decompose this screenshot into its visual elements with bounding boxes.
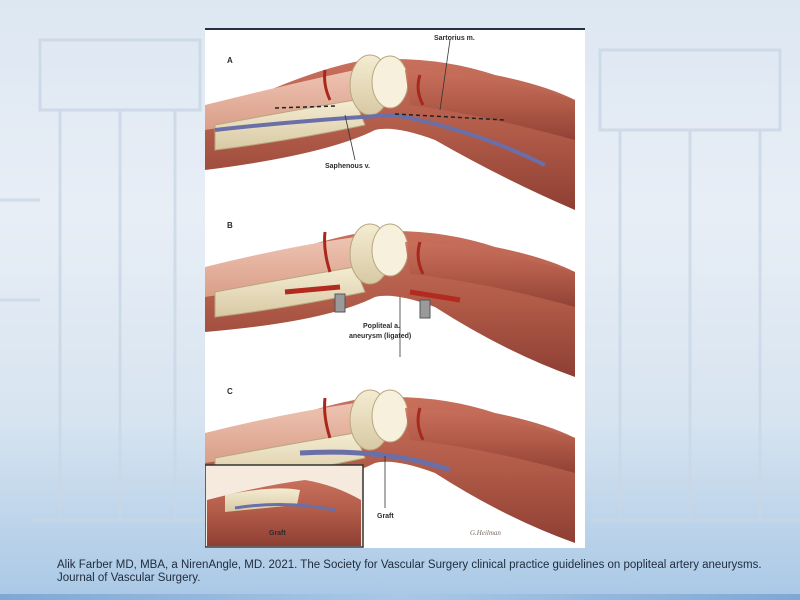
sartorius-label: Sartorius m.	[434, 35, 475, 42]
caption-line-1: Alik Farber MD, MBA, a NirenAngle, MD. 2…	[57, 559, 762, 571]
knee-surgery-illustration: A Sartorius m. Saphenous v. B Popliteal …	[205, 35, 575, 548]
anatomical-figure: A Sartorius m. Saphenous v. B Popliteal …	[205, 28, 585, 548]
panel-b: B Popliteal a. aneurysm (ligated)	[205, 221, 575, 377]
graft-label: Graft	[377, 513, 394, 520]
panel-c: C Graft	[205, 387, 575, 543]
panel-a: A Sartorius m. Saphenous v.	[205, 35, 575, 210]
panel-b-letter: B	[227, 221, 233, 230]
panel-a-letter: A	[227, 56, 233, 65]
inset-graft-label: Graft	[269, 530, 286, 537]
artist-signature: G.Heilman	[470, 529, 501, 537]
bottom-accent-bar	[0, 594, 800, 600]
saphenous-label: Saphenous v.	[325, 163, 370, 170]
popliteal-label-line1: Popliteal a.	[363, 323, 400, 330]
popliteal-label-line2: aneurysm (ligated)	[349, 333, 411, 340]
inset-panel: Graft	[205, 464, 364, 548]
citation-caption: Alik Farber MD, MBA, a NirenAngle, MD. 2…	[57, 559, 777, 585]
caption-line-2: Journal of Vascular Surgery.	[57, 572, 201, 584]
panel-c-letter: C	[227, 387, 233, 396]
